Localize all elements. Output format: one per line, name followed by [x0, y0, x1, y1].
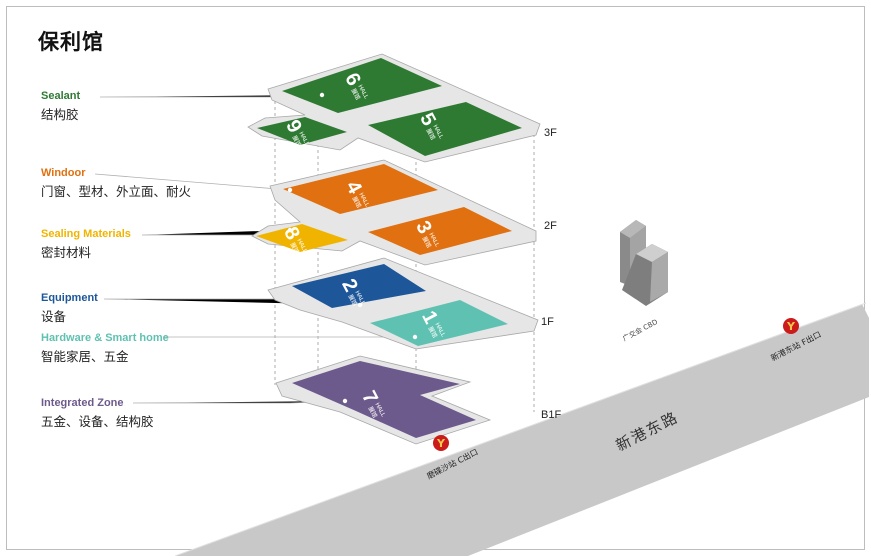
category-equipment: Equipment 设备 [41, 292, 98, 325]
hall-7-area[interactable] [292, 361, 476, 438]
category-cn: 智能家居、五金 [41, 349, 129, 364]
svg-text:Y: Y [786, 320, 796, 333]
category-sealant: Sealant 结构胶 [41, 90, 80, 123]
floor-label-1f: 1F [541, 316, 554, 328]
floor-label-2f: 2F [544, 220, 557, 232]
floor-2f [251, 159, 537, 266]
category-integrated-zone: Integrated Zone 五金、设备、结构胶 [41, 397, 154, 430]
category-en: Equipment [41, 292, 98, 304]
leader-dots [287, 92, 418, 404]
category-cn: 五金、设备、结构胶 [41, 414, 154, 429]
road-edge [174, 302, 867, 556]
hall-1-area[interactable] [370, 300, 508, 346]
metro-f-exit-icon: Y [783, 318, 799, 334]
category-en: Windoor [41, 167, 86, 179]
category-en: Hardware & Smart home [41, 332, 169, 344]
category-en: Integrated Zone [41, 397, 124, 409]
hall-8-area[interactable] [256, 224, 348, 252]
floor-3f [247, 53, 541, 163]
category-en: Sealant [41, 90, 81, 102]
hall-9-area[interactable] [257, 117, 347, 145]
floor-label-b1f: B1F [541, 409, 562, 421]
category-cn: 设备 [41, 309, 67, 324]
hall-3-area[interactable] [368, 207, 512, 255]
svg-text:Y: Y [436, 437, 446, 450]
floor-1f [267, 257, 539, 350]
cbd-building-icon [620, 220, 668, 306]
hall-2-area[interactable] [292, 264, 426, 308]
category-en: Sealing Materials [41, 228, 131, 240]
category-sealing-materials: Sealing Materials 密封材料 [41, 228, 131, 261]
page-title: 保利馆 [38, 30, 104, 54]
floor-b1f [275, 355, 492, 445]
floor-label-3f: 3F [544, 127, 557, 139]
hall-4-area[interactable] [283, 164, 438, 214]
category-windoor: Windoor 门窗、型材、外立面、耐火 [41, 167, 191, 200]
category-cn: 门窗、型材、外立面、耐火 [41, 184, 192, 199]
category-hardware-smart-home: Hardware & Smart home 智能家居、五金 [41, 332, 169, 365]
category-cn: 密封材料 [41, 245, 92, 260]
hall-6-area[interactable] [282, 58, 442, 113]
hall-5-area[interactable] [368, 102, 522, 156]
metro-c-exit-icon: Y [433, 435, 449, 451]
category-cn: 结构胶 [41, 107, 79, 122]
